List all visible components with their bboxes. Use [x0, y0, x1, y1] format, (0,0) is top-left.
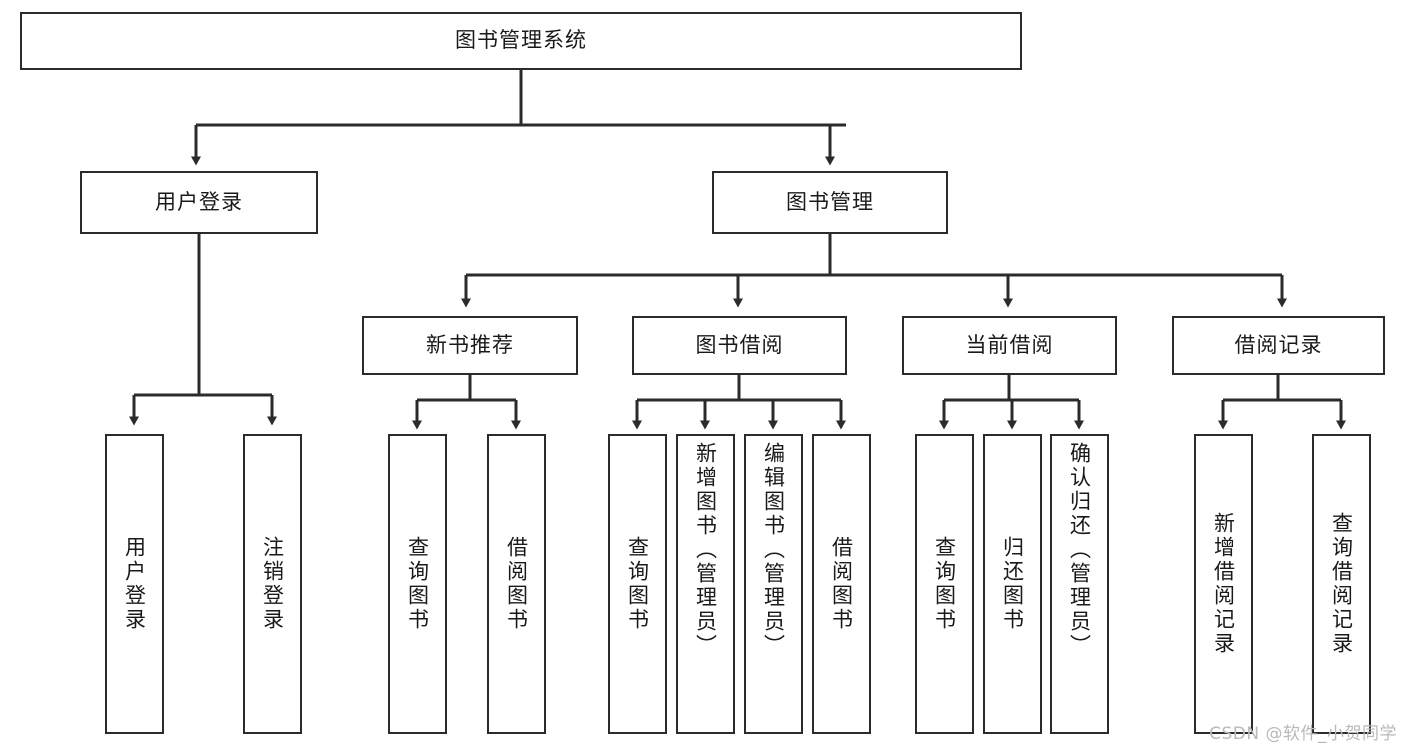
leaf-add-borrow-record-label: 新增借阅记录	[1211, 512, 1236, 656]
leaf-user-login[interactable]: 用户登录	[105, 434, 164, 734]
node-borrow-record[interactable]: 借阅记录	[1172, 316, 1385, 375]
node-new-book-recommend-label: 新书推荐	[426, 332, 514, 357]
leaf-borrow-book-1[interactable]: 借阅图书	[487, 434, 546, 734]
leaf-return-book[interactable]: 归还图书	[983, 434, 1042, 734]
leaf-edit-book[interactable]: 编辑图书（管理员）	[744, 434, 803, 734]
leaf-add-borrow-record[interactable]: 新增借阅记录	[1194, 434, 1253, 734]
node-borrow-record-label: 借阅记录	[1234, 332, 1323, 357]
node-root[interactable]: 图书管理系统	[20, 12, 1022, 70]
node-root-label: 图书管理系统	[455, 28, 587, 53]
node-current-borrow[interactable]: 当前借阅	[902, 316, 1117, 375]
node-book-management-label: 图书管理	[786, 189, 874, 214]
leaf-add-book[interactable]: 新增图书（管理员）	[676, 434, 735, 734]
leaf-user-login-label: 用户登录	[122, 536, 147, 632]
node-new-book-recommend[interactable]: 新书推荐	[362, 316, 578, 375]
leaf-query-book-2[interactable]: 查询图书	[608, 434, 667, 734]
leaf-query-book-1[interactable]: 查询图书	[388, 434, 447, 734]
leaf-borrow-book-2-label: 借阅图书	[829, 536, 854, 632]
leaf-confirm-return-label: 确认归还（管理员）	[1067, 442, 1092, 658]
leaf-logout-login-label: 注销登录	[260, 536, 285, 632]
leaf-return-book-label: 归还图书	[1000, 536, 1025, 632]
leaf-borrow-book-1-label: 借阅图书	[504, 536, 529, 632]
leaf-query-borrow-record[interactable]: 查询借阅记录	[1312, 434, 1371, 734]
leaf-logout-login[interactable]: 注销登录	[243, 434, 302, 734]
leaf-query-book-3[interactable]: 查询图书	[915, 434, 974, 734]
csdn-watermark: CSDN @软件_小贺同学	[1209, 724, 1397, 744]
node-user-login[interactable]: 用户登录	[80, 171, 318, 234]
leaf-query-borrow-record-label: 查询借阅记录	[1329, 512, 1354, 656]
leaf-borrow-book-2[interactable]: 借阅图书	[812, 434, 871, 734]
leaf-query-book-3-label: 查询图书	[932, 536, 957, 632]
leaf-confirm-return[interactable]: 确认归还（管理员）	[1050, 434, 1109, 734]
node-user-login-label: 用户登录	[155, 189, 243, 214]
node-book-borrow[interactable]: 图书借阅	[632, 316, 847, 375]
node-current-borrow-label: 当前借阅	[965, 332, 1054, 357]
node-book-borrow-label: 图书借阅	[695, 332, 784, 357]
leaf-query-book-2-label: 查询图书	[625, 536, 650, 632]
leaf-add-book-label: 新增图书（管理员）	[693, 442, 718, 658]
leaf-edit-book-label: 编辑图书（管理员）	[761, 442, 786, 658]
node-book-management[interactable]: 图书管理	[712, 171, 948, 234]
leaf-query-book-1-label: 查询图书	[405, 536, 430, 632]
